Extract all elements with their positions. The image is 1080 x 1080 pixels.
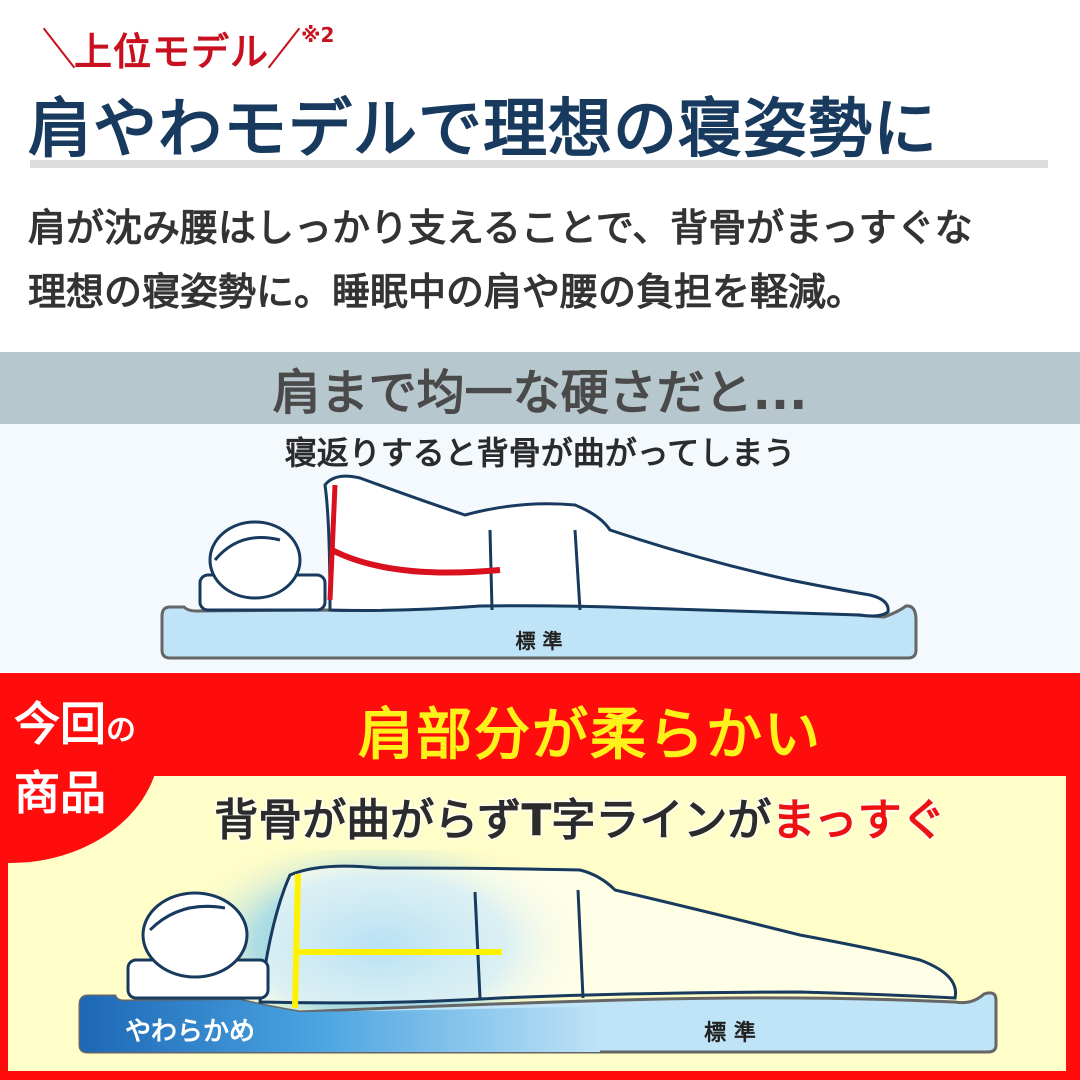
page-title: 肩やわモデルで理想の寝姿勢に: [28, 93, 938, 167]
description: 肩が沈み腰はしっかり支えることで、背骨がまっすぐな 理想の寝姿勢に。睡眠中の肩や…: [28, 196, 1068, 324]
tagline-text: 上位モデル: [74, 29, 270, 74]
soft-zone: [80, 996, 600, 1052]
tagline-slash-left: [42, 27, 76, 69]
description-line-1: 肩が沈み腰はしっかり支えることで、背骨がまっすぐな: [28, 206, 973, 250]
title-divider: [30, 160, 1048, 168]
tagline-slash-right: [267, 27, 301, 69]
standard-label: 標 準: [704, 1020, 756, 1046]
product-heading: 肩部分が柔らかい: [358, 703, 822, 768]
uniform-illustration: 標 準: [160, 474, 918, 660]
uniform-heading: 肩まで均一な硬さだと...: [0, 352, 1080, 424]
head: [208, 520, 302, 600]
badge-text: 今回の 商品: [14, 697, 136, 820]
standard-label: 標 準: [516, 629, 563, 653]
straight-spine-line: [292, 873, 502, 1009]
subheading-highlight: まっすぐ: [771, 795, 946, 846]
product-subheading: 背骨が曲がらずT字ラインがまっすぐ: [214, 795, 946, 846]
uniform-subheading: 寝返りすると背骨が曲がってしまう: [284, 434, 796, 472]
description-line-2: 理想の寝姿勢に。睡眠中の肩や腰の負担を軽減。: [28, 270, 865, 314]
tagline: 上位モデル ※2: [42, 18, 335, 78]
product-illustration: やわらかめ 標 準: [78, 850, 998, 1060]
tagline-footnote: ※2: [301, 23, 335, 47]
bent-spine-line: [327, 484, 501, 601]
soft-zone-label: やわらかめ: [125, 1017, 255, 1047]
